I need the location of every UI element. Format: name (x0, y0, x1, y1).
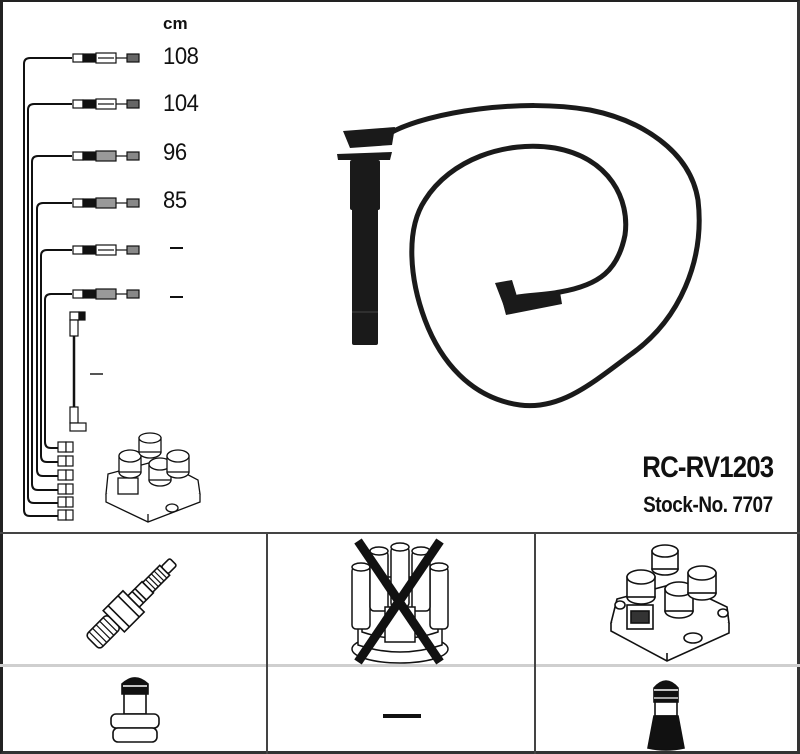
coil-lead-length-dash (90, 373, 103, 375)
stock-number: Stock-No. 7707 (643, 492, 773, 517)
spark-plug-icon (86, 558, 177, 649)
part-number: RC-RV1203 (642, 451, 774, 484)
lead-length-1: 108 (163, 43, 199, 70)
grid-top-divider (0, 532, 800, 534)
lead-length-6-dash (170, 296, 183, 298)
ignition-cable-photo (337, 103, 702, 409)
unit-label: cm (163, 14, 188, 33)
boot-none-dash (383, 714, 421, 718)
lead-routing-lines (23, 52, 140, 521)
grid-divider-right (534, 532, 536, 754)
plug-boot-straight-icon (110, 677, 160, 743)
ignition-coil-icon (610, 544, 730, 662)
lead-length-2: 104 (163, 90, 199, 117)
ignition-coil-small-icon (105, 432, 201, 523)
grid-middle-divider (0, 664, 800, 667)
plug-boot-tapered-icon (647, 680, 685, 751)
lead-length-4: 85 (163, 187, 187, 214)
lead-length-3: 96 (163, 139, 187, 166)
distributor-cap-icon (351, 538, 449, 665)
grid-divider-left (266, 532, 268, 754)
lead-length-5-dash (170, 247, 183, 249)
